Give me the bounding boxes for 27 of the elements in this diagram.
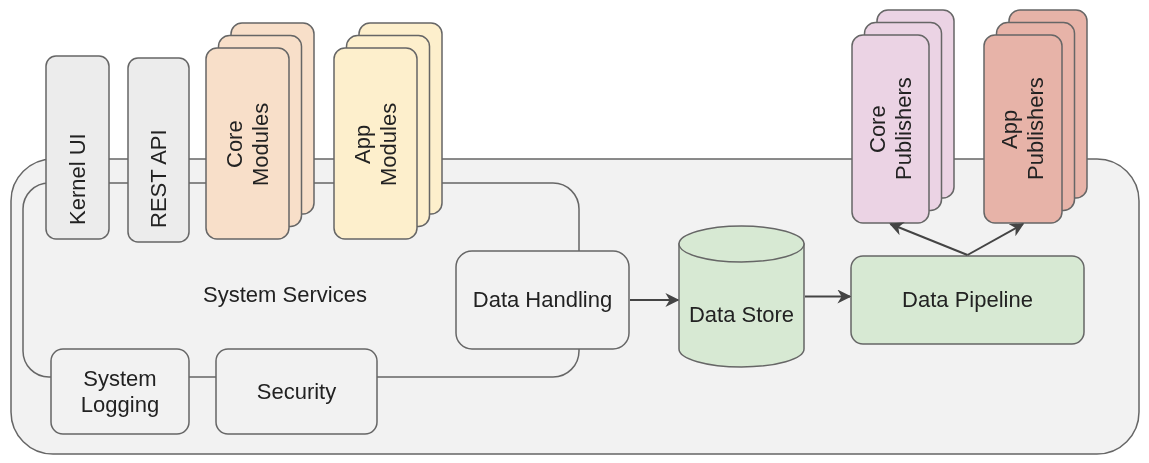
node-label: App Publishers — [997, 76, 1049, 183]
stacked-cards — [983, 9, 1088, 224]
arrow — [966, 223, 1025, 256]
node-label: Core Modules — [221, 100, 274, 188]
node-label: Data Handling — [471, 287, 614, 313]
arrow — [629, 293, 680, 307]
arrow — [889, 222, 969, 256]
arrow — [804, 289, 852, 304]
process-box — [50, 348, 190, 435]
stacked-cards — [333, 22, 443, 240]
process-box — [455, 250, 630, 350]
node-label: Data Pipeline — [901, 287, 1034, 313]
node-label: Kernel UI — [64, 132, 91, 225]
process-box — [215, 348, 378, 435]
panel-heading: System Services — [202, 282, 368, 308]
process-box — [850, 255, 1085, 345]
stacked-cards — [205, 22, 315, 240]
node-label: App Modules — [349, 100, 402, 188]
process-box — [45, 55, 110, 240]
node-label: Data Store — [687, 301, 796, 328]
node-label: System Logging — [79, 365, 161, 418]
node-label: REST API — [145, 128, 172, 228]
database-cylinder — [678, 225, 805, 368]
stacked-cards — [851, 9, 955, 224]
process-box — [127, 57, 190, 243]
node-label: Security — [255, 378, 338, 405]
node-label: Core Publishers — [864, 76, 917, 183]
